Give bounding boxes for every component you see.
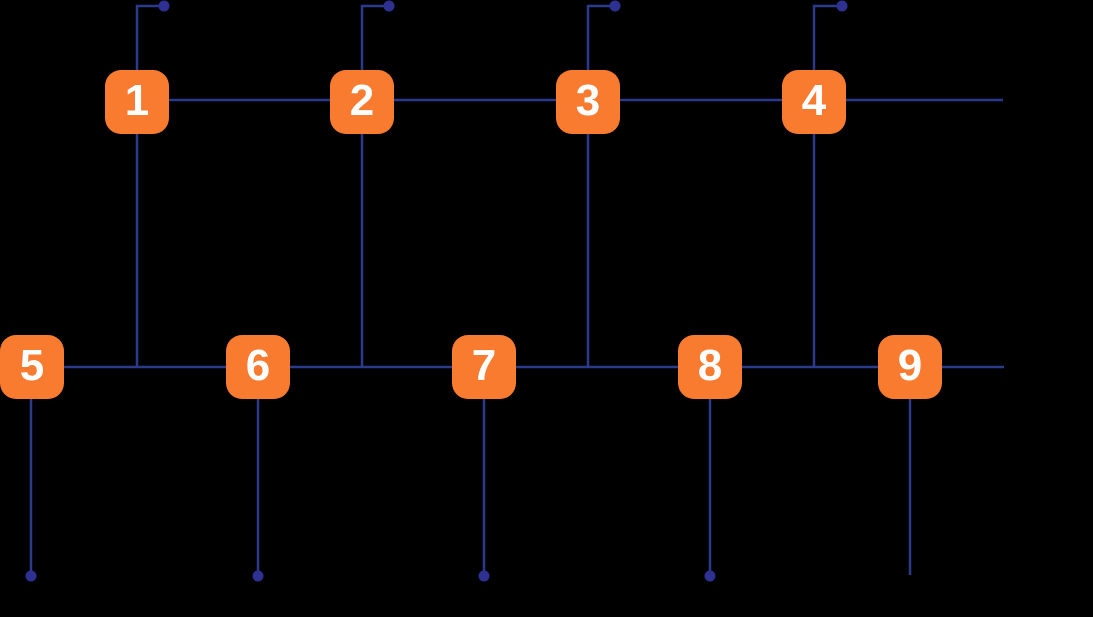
node-box-5: 5 (0, 335, 64, 399)
node-4-up-elbow-line (812, 4, 842, 70)
node-label-5: 5 (19, 341, 45, 390)
node-1-top-dot (158, 0, 170, 12)
node-7-bottom-dot (478, 570, 490, 582)
node-box-3: 3 (556, 70, 620, 134)
node-2-top-dot (383, 0, 395, 12)
node-8-bottom-dot (704, 570, 716, 582)
node-label-8: 8 (697, 341, 723, 390)
node-6-bottom-dot (252, 570, 264, 582)
node-label-3: 3 (575, 76, 601, 125)
node-label-7: 7 (471, 341, 497, 390)
node-label-4: 4 (801, 76, 827, 125)
node-box-8: 8 (678, 335, 742, 399)
node-2-up-elbow-line (360, 4, 389, 70)
node-label-9: 9 (897, 341, 923, 390)
node-1-up-elbow-line (135, 4, 164, 70)
node-box-9: 9 (878, 335, 942, 399)
node-3-top-dot (609, 0, 621, 12)
node-label-2: 2 (349, 76, 375, 125)
node-3-up-elbow-line (586, 4, 615, 70)
node-box-7: 7 (452, 335, 516, 399)
node-box-2: 2 (330, 70, 394, 134)
node-box-1: 1 (105, 70, 169, 134)
node-4-top-dot (836, 0, 848, 12)
node-5-bottom-dot (25, 570, 37, 582)
node-label-6: 6 (245, 341, 271, 390)
node-box-4: 4 (782, 70, 846, 134)
node-box-6: 6 (226, 335, 290, 399)
node-label-1: 1 (124, 76, 150, 125)
